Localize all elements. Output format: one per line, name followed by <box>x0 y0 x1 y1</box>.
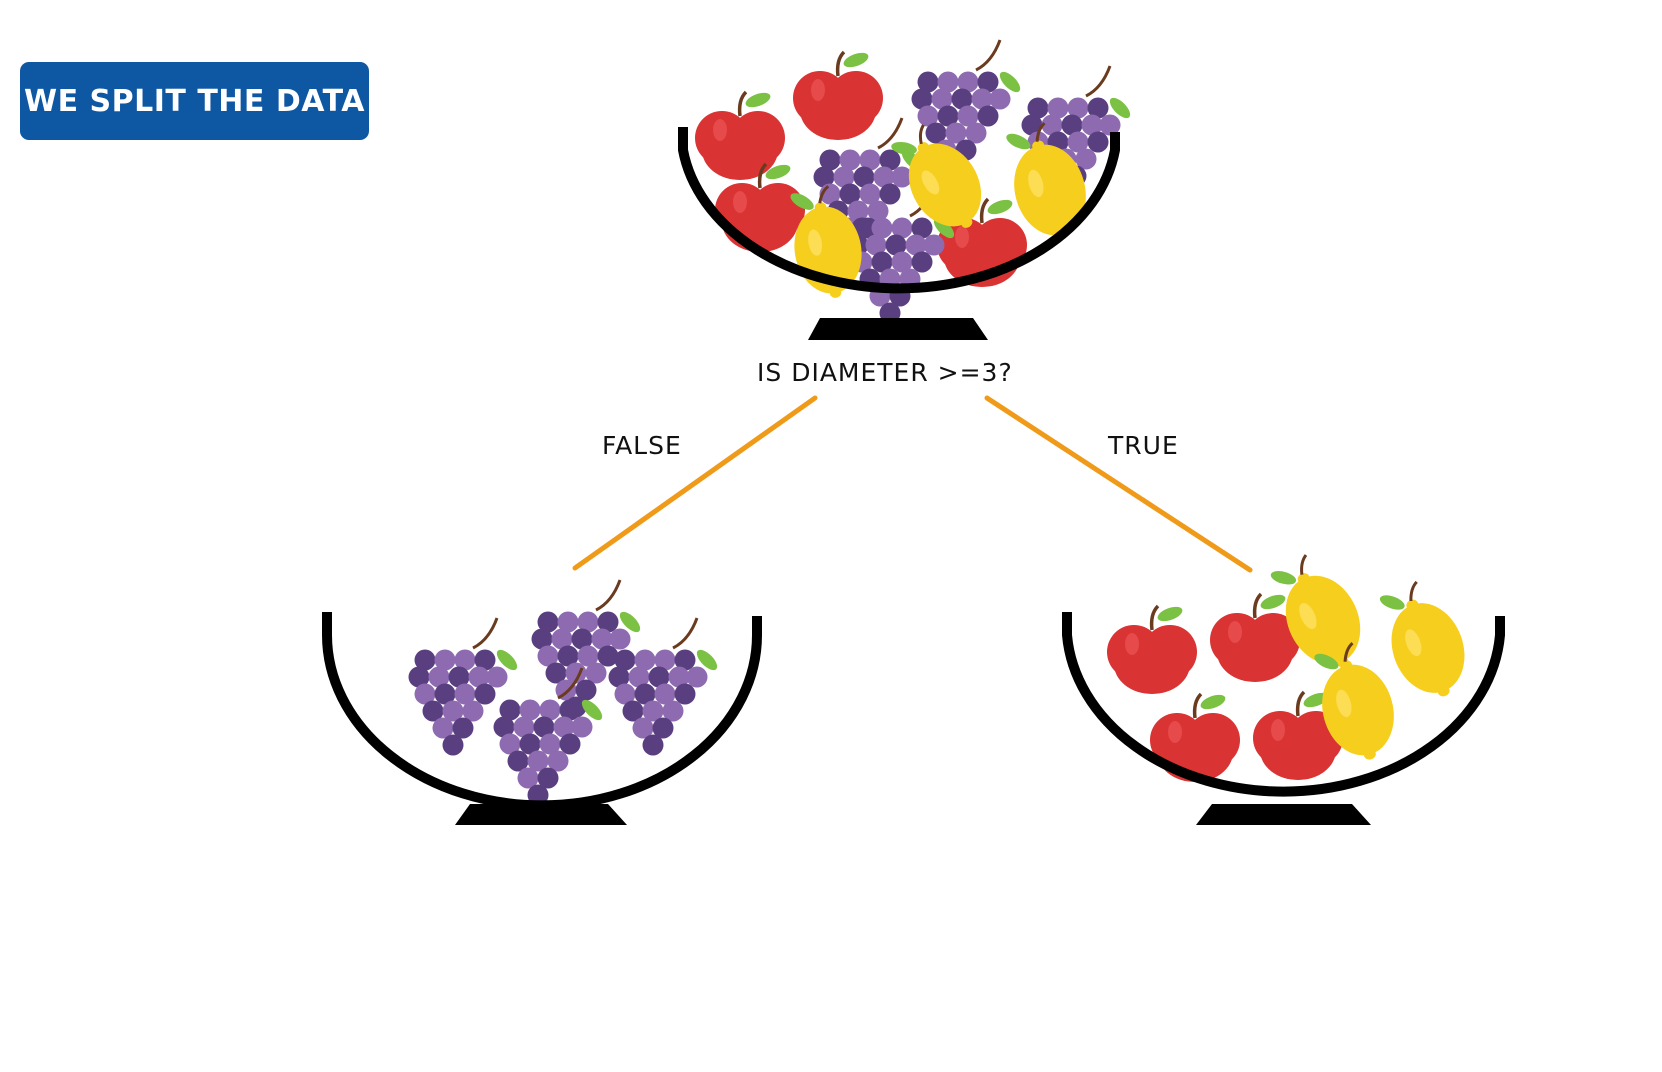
apple-icon <box>1150 692 1240 782</box>
root-bowl-base <box>808 318 988 340</box>
grapes-icon <box>845 185 955 324</box>
grapes-icon <box>493 667 603 806</box>
root-bowl-rim <box>678 127 1120 294</box>
grapes-icon <box>408 617 518 756</box>
lemon-icon <box>1314 642 1394 760</box>
apple-icon <box>793 50 883 140</box>
grapes-icon <box>608 617 718 756</box>
root-bowl <box>678 39 1131 340</box>
true-bowl-rim <box>1062 612 1505 797</box>
true-bowl-fruits <box>1107 554 1465 782</box>
true-bowl-base <box>1196 804 1371 825</box>
false-bowl <box>322 579 762 825</box>
lemon-icon <box>891 124 982 228</box>
lemon-icon <box>1270 554 1361 667</box>
true-bowl <box>1062 554 1505 825</box>
true-branch-line <box>984 395 1253 573</box>
false-branch-line <box>572 395 818 571</box>
title-text: WE SPLIT THE DATA <box>24 83 365 119</box>
apple-icon <box>1210 592 1300 682</box>
apple-icon <box>1253 690 1343 780</box>
lemon-icon <box>1379 580 1465 697</box>
apple-icon <box>1107 604 1197 694</box>
split-question: IS DIAMETER >=3? <box>757 358 1013 387</box>
false-bowl-base <box>455 804 627 825</box>
false-branch-label: FALSE <box>602 431 682 460</box>
false-bowl-fruits <box>408 579 718 806</box>
true-branch-label: TRUE <box>1108 431 1179 460</box>
apple-icon <box>695 90 785 180</box>
root-bowl-fruits <box>695 39 1131 324</box>
title-badge: WE SPLIT THE DATA <box>20 62 369 140</box>
